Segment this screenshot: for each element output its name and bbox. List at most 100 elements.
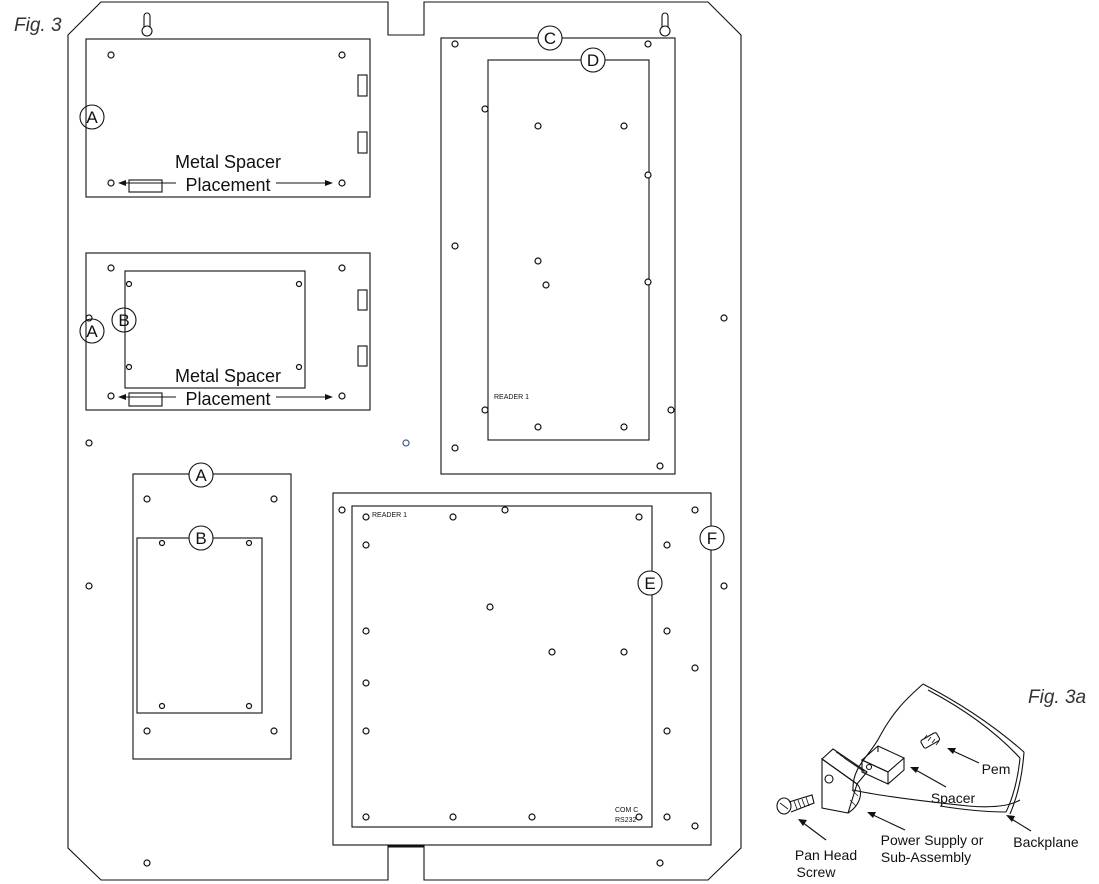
tab-slot	[357, 345, 368, 367]
spacer-label: Spacer	[931, 790, 976, 806]
mounting-hole	[338, 264, 346, 272]
detail-assembly: Pem Spacer Power Supply or Sub-Assembly …	[776, 683, 1079, 880]
pan-head-screw	[776, 794, 815, 815]
mounting-hole	[663, 727, 671, 735]
mounting-hole	[620, 648, 628, 656]
reader-label-d: READER 1	[494, 394, 529, 401]
keyhole-left-icon	[141, 12, 153, 37]
svg-text:F: F	[707, 529, 717, 548]
spacer-note-line2: Placement	[185, 175, 270, 195]
mounting-hole	[663, 627, 671, 635]
mounting-hole	[362, 513, 370, 521]
keyhole-right-icon	[659, 12, 671, 37]
svg-text:B: B	[118, 311, 129, 330]
mounting-hole	[295, 280, 303, 288]
spacer-note-line2: Placement	[185, 389, 270, 409]
callout-b-1: B	[111, 307, 137, 333]
panel-f: READER 1 COM C RS232	[332, 492, 712, 846]
backplane-outline	[67, 1, 742, 881]
svg-text:A: A	[195, 466, 207, 485]
metal-spacer	[128, 392, 163, 407]
callout-e: E	[637, 570, 663, 596]
mounting-hole	[449, 513, 457, 521]
callout-c: C	[537, 25, 563, 51]
mounting-hole	[534, 257, 542, 265]
board-b-middle	[124, 270, 306, 389]
panel-a-top: Metal Spacer Placement	[85, 38, 371, 198]
mounting-hole	[720, 582, 728, 590]
mounting-hole	[644, 171, 652, 179]
callout-f: F	[699, 525, 725, 551]
mounting-hole	[644, 40, 652, 48]
callout-b-2: B	[188, 525, 214, 551]
mounting-hole	[663, 813, 671, 821]
mounting-hole	[85, 439, 93, 447]
figure-3-label: Fig. 3	[14, 15, 62, 36]
board-b-bottom	[136, 537, 263, 714]
tab-slot	[357, 74, 368, 97]
backplane-holes	[85, 314, 728, 867]
mounting-hole	[107, 51, 115, 59]
mounting-hole	[245, 539, 253, 547]
mounting-hole	[338, 179, 346, 187]
detail-leaders	[798, 748, 1032, 841]
mounting-hole	[620, 122, 628, 130]
mounting-hole	[528, 813, 536, 821]
spacer-note-line1: Metal Spacer	[175, 152, 281, 172]
board-e	[351, 505, 653, 828]
figure-3a-label: Fig. 3a	[1028, 687, 1086, 708]
spacer-standoff	[860, 745, 906, 785]
mounting-hole	[362, 627, 370, 635]
com-port-label: COM C	[615, 807, 638, 814]
mounting-hole	[362, 679, 370, 687]
mounting-hole	[85, 582, 93, 590]
mounting-hole	[656, 462, 664, 470]
mounting-hole	[270, 495, 278, 503]
tab-slot	[357, 289, 368, 311]
mounting-hole	[362, 541, 370, 549]
power-supply-label-line1: Power Supply or	[881, 832, 984, 848]
mounting-hole	[338, 392, 346, 400]
mounting-hole	[125, 280, 133, 288]
pem-label: Pem	[982, 761, 1011, 777]
mounting-hole	[125, 363, 133, 371]
accent-hole	[402, 439, 410, 447]
mounting-hole	[107, 264, 115, 272]
mounting-hole	[486, 603, 494, 611]
mounting-hole	[481, 105, 489, 113]
mounting-hole	[501, 506, 509, 514]
screw-label-line1: Pan Head	[795, 847, 857, 863]
mounting-hole	[362, 813, 370, 821]
mounting-hole	[635, 513, 643, 521]
pem-stud	[920, 732, 941, 749]
mounting-hole	[691, 822, 699, 830]
mounting-hole	[534, 122, 542, 130]
spacer-note-line1: Metal Spacer	[175, 366, 281, 386]
mounting-hole	[663, 541, 671, 549]
mounting-hole	[245, 702, 253, 710]
power-supply-label-line2: Sub-Assembly	[881, 849, 971, 865]
callout-a-1: A	[79, 104, 105, 130]
mounting-hole	[720, 314, 728, 322]
mounting-hole	[107, 392, 115, 400]
power-supply-bracket	[821, 748, 868, 814]
svg-text:A: A	[86, 322, 98, 341]
mounting-hole	[644, 278, 652, 286]
mounting-hole	[691, 664, 699, 672]
svg-text:C: C	[544, 29, 556, 48]
mounting-hole	[449, 813, 457, 821]
mounting-hole	[635, 813, 643, 821]
rs232-label: RS232	[615, 817, 637, 824]
reader-label-e: READER 1	[372, 512, 407, 519]
mounting-hole	[542, 281, 550, 289]
svg-text:D: D	[587, 51, 599, 70]
backplane-label: Backplane	[1013, 834, 1079, 850]
mounting-hole	[481, 406, 489, 414]
mounting-hole	[620, 423, 628, 431]
tab-slot	[357, 131, 368, 154]
mounting-hole	[667, 406, 675, 414]
backplane-sheet	[852, 683, 1025, 815]
mounting-hole	[548, 648, 556, 656]
panel-a-bottom	[132, 473, 292, 760]
